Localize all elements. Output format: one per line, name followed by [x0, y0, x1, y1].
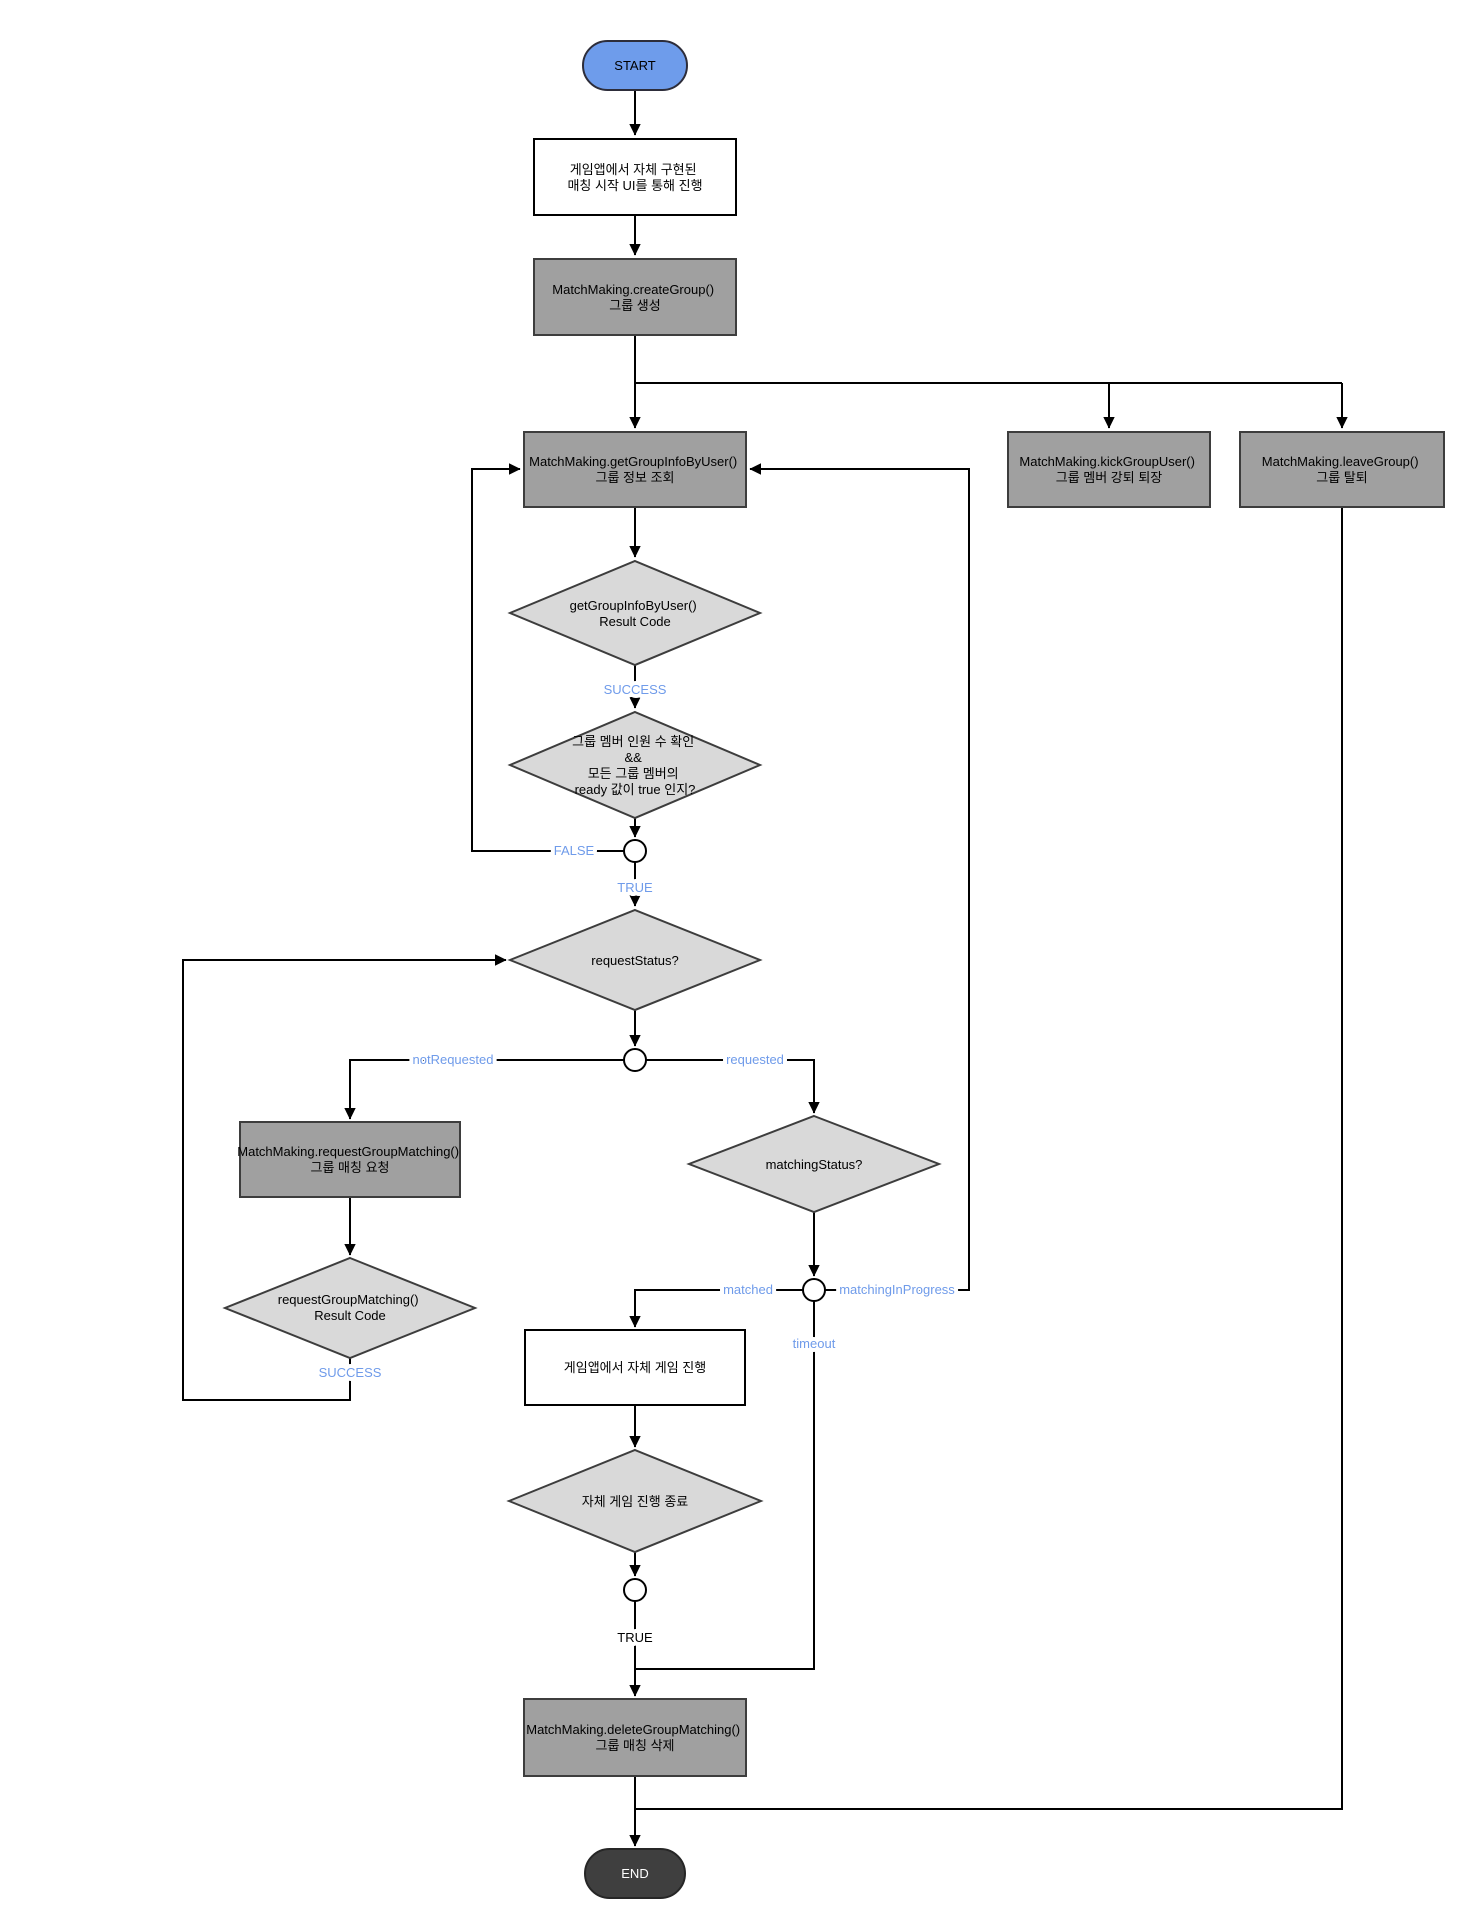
edge-false-loop — [471, 463, 624, 852]
game-ui-label: 게임앱에서 자체 구현된 매칭 시작 UI를 통해 진행 — [567, 162, 702, 193]
node-kick-group-user: MatchMaking.kickGroupUser() 그룹 멤버 강퇴 퇴장 — [1007, 431, 1211, 508]
request-matching-line1: MatchMaking.requestGroupMatching() — [237, 1144, 459, 1159]
node-request-result: requestGroupMatching() Result Code — [222, 1256, 478, 1360]
node-request-status: requestStatus? — [507, 908, 763, 1012]
node-leave-group: MatchMaking.leaveGroup() 그룹 탈퇴 — [1239, 431, 1445, 508]
edge-timeout — [636, 1301, 815, 1670]
ready-check-label: 그룹 멤버 인원 수 확인 && 모든 그룹 멤버의 ready 값이 true… — [572, 734, 698, 797]
delete-matching-line2: 그룹 매칭 삭제 — [596, 1738, 675, 1753]
junction-matching-status — [802, 1278, 826, 1302]
request-result-line2: Result Code — [314, 1308, 386, 1323]
kick-group-user-shape — [1007, 431, 1211, 508]
end-terminal-shape — [584, 1848, 686, 1899]
edges — [182, 90, 1348, 1847]
junction-game-end — [623, 1578, 647, 1602]
node-delete-matching: MatchMaking.deleteGroupMatching() 그룹 매칭 … — [523, 1698, 747, 1777]
ready-check-line1: 그룹 멤버 인원 수 확인 — [572, 734, 694, 749]
leave-group-line1: MatchMaking.leaveGroup() — [1262, 454, 1419, 469]
end-terminal-label: END — [621, 1866, 648, 1881]
edge-matching-in-progress-loop — [749, 463, 970, 1291]
get-group-info-shape — [523, 431, 747, 508]
node-get-info-result: getGroupInfoByUser() Result Code — [507, 559, 763, 667]
start-terminal-shape — [582, 40, 688, 91]
junction-ready-result — [623, 839, 647, 863]
create-group-label: MatchMaking.createGroup() 그룹 생성 — [552, 282, 717, 313]
label-not-requested: notRequested — [413, 1052, 494, 1067]
delete-matching-line1: MatchMaking.deleteGroupMatching() — [526, 1722, 740, 1737]
node-end: END — [584, 1848, 686, 1899]
label-matching-in-progress: matchingInProgress — [839, 1282, 955, 1297]
delete-matching-shape — [523, 1698, 747, 1777]
get-info-result-label: getGroupInfoByUser() Result Code — [570, 598, 701, 629]
kick-group-user-label: MatchMaking.kickGroupUser() 그룹 멤버 강퇴 퇴장 — [1019, 454, 1198, 485]
game-end-label: 자체 게임 진행 종료 — [582, 1494, 689, 1509]
get-group-info-line1: MatchMaking.getGroupInfoByUser() — [529, 454, 737, 469]
junctions — [623, 839, 826, 1602]
game-ui-shape — [533, 138, 737, 216]
ready-check-line4: ready 값이 true 인지? — [575, 782, 696, 797]
request-result-shape — [222, 1256, 478, 1360]
delete-matching-label: MatchMaking.deleteGroupMatching() 그룹 매칭 … — [526, 1722, 744, 1753]
label-true-game-end: TRUE — [617, 1630, 653, 1645]
get-info-result-line1: getGroupInfoByUser() — [570, 598, 697, 613]
get-group-info-label: MatchMaking.getGroupInfoByUser() 그룹 정보 조… — [529, 454, 741, 485]
leave-group-line2: 그룹 탈퇴 — [1316, 470, 1367, 485]
create-group-shape — [533, 258, 737, 336]
game-ui-line1: 게임앱에서 자체 구현된 — [570, 162, 697, 177]
get-info-result-line2: Result Code — [599, 614, 671, 629]
node-game-ui: 게임앱에서 자체 구현된 매칭 시작 UI를 통해 진행 — [533, 138, 737, 216]
label-timeout: timeout — [793, 1336, 836, 1351]
edge-leave-group-down — [636, 507, 1343, 1810]
node-start: START — [582, 40, 688, 91]
ready-check-line3: 모든 그룹 멤버의 — [588, 766, 679, 781]
edge-not-requested — [344, 1059, 624, 1120]
start-terminal-label: START — [614, 58, 655, 73]
game-ui-line2: 매칭 시작 UI를 통해 진행 — [567, 178, 702, 193]
edge-requested — [646, 1059, 820, 1114]
kick-group-user-line1: MatchMaking.kickGroupUser() — [1019, 454, 1195, 469]
node-request-matching: MatchMaking.requestGroupMatching() 그룹 매칭… — [237, 1121, 462, 1198]
node-get-group-info: MatchMaking.getGroupInfoByUser() 그룹 정보 조… — [523, 431, 747, 508]
ready-check-shape — [507, 710, 763, 820]
request-status-shape — [507, 908, 763, 1012]
label-true-ready: TRUE — [617, 880, 653, 895]
request-matching-label: MatchMaking.requestGroupMatching() 그룹 매칭… — [237, 1144, 462, 1175]
ready-check-line2: && — [625, 750, 643, 765]
matching-status-label: matchingStatus? — [766, 1157, 863, 1172]
game-end-shape — [506, 1448, 764, 1554]
label-false: FALSE — [554, 843, 595, 858]
edge-labels: SUCCESS FALSE TRUE notRequested requeste… — [315, 678, 960, 1649]
leave-group-label: MatchMaking.leaveGroup() 그룹 탈퇴 — [1262, 454, 1422, 485]
matching-status-shape — [686, 1114, 942, 1214]
request-matching-shape — [239, 1121, 461, 1198]
game-play-label: 게임앱에서 자체 게임 진행 — [564, 1360, 706, 1375]
label-matched: matched — [723, 1282, 773, 1297]
label-requested: requested — [726, 1052, 784, 1067]
node-game-end: 자체 게임 진행 종료 — [506, 1448, 764, 1554]
kick-group-user-line2: 그룹 멤버 강퇴 퇴장 — [1056, 470, 1163, 485]
node-matching-status: matchingStatus? — [686, 1114, 942, 1214]
junction-request-status — [623, 1048, 647, 1072]
node-ready-check: 그룹 멤버 인원 수 확인 && 모든 그룹 멤버의 ready 값이 true… — [507, 710, 763, 820]
create-group-line1: MatchMaking.createGroup() — [552, 282, 714, 297]
get-group-info-line2: 그룹 정보 조회 — [596, 470, 675, 485]
request-status-label: requestStatus? — [591, 953, 678, 968]
label-success-request: SUCCESS — [319, 1365, 382, 1380]
create-group-line2: 그룹 생성 — [609, 298, 660, 313]
request-matching-line2: 그룹 매칭 요청 — [311, 1160, 390, 1175]
edge-success-loop — [182, 954, 507, 1401]
label-success-info: SUCCESS — [604, 682, 667, 697]
request-result-label: requestGroupMatching() Result Code — [278, 1292, 423, 1323]
node-create-group: MatchMaking.createGroup() 그룹 생성 — [533, 258, 737, 336]
node-game-play: 게임앱에서 자체 게임 진행 — [524, 1329, 746, 1406]
game-play-shape — [524, 1329, 746, 1406]
leave-group-shape — [1239, 431, 1445, 508]
get-info-result-shape — [507, 559, 763, 667]
request-result-line1: requestGroupMatching() — [278, 1292, 419, 1307]
edge-matched — [629, 1289, 803, 1328]
